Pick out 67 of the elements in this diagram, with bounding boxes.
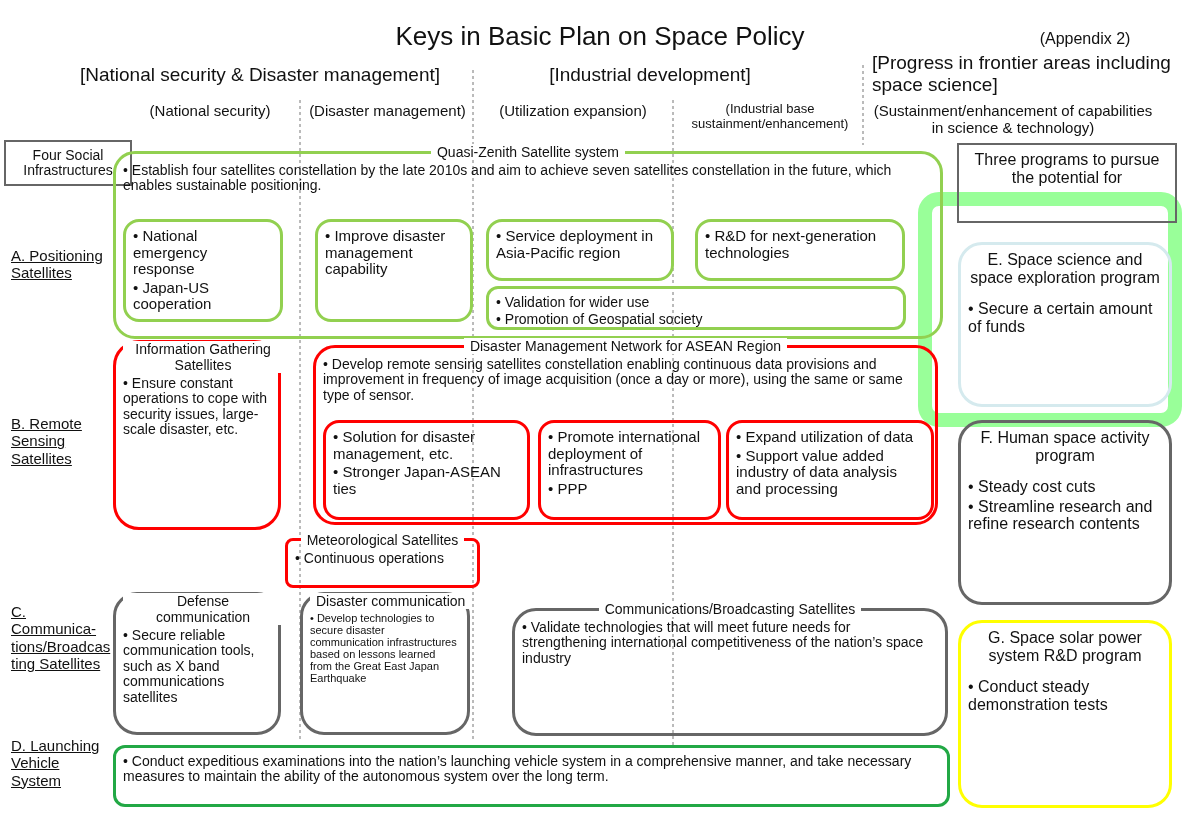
program-panel [958, 420, 1172, 605]
bullet-text: • Service deployment in Asia-Pacific region [496, 228, 654, 261]
subcolumn-heading: (Disaster management) [308, 102, 467, 120]
heading-box [957, 143, 1177, 223]
box-text: Three programs to pursue the potential for [973, 151, 1161, 187]
bullet-text: • Promote international deployment of infrastructures [548, 429, 701, 479]
measure-box [123, 219, 283, 322]
measure-box [538, 420, 721, 520]
bullet-text: • Develop remote sensing satellites constellation enabling continuous data provisions and improvement in frequency of image acquisition (once a day or more), using the same or same type of sensor. [323, 357, 904, 404]
program-panel [113, 340, 281, 530]
measure-box [695, 219, 905, 281]
bullet-text: • Expand utilization of data [736, 429, 915, 446]
measure-box [315, 219, 473, 322]
bullet-text: • Streamline research and refine research contents [968, 497, 1154, 533]
program-panel [958, 242, 1172, 407]
group-heading: Meteorological Satellites [300, 532, 465, 548]
subcolumn-heading: (Sustainment/enhancement of capabilities in science & technology) [872, 102, 1154, 137]
group-heading: Defense communication [123, 593, 283, 625]
row-heading: A. Positioning Satellites [11, 247, 104, 282]
row-heading: B. Remote Sensing Satellites [11, 415, 83, 467]
page-title: Keys in Basic Plan on Space Policy [394, 22, 806, 52]
bullet-text: • PPP [548, 480, 589, 497]
bullet-text: • R&D for next-generation technologies [705, 228, 878, 261]
bullet-text: • Ensure constant operations to cope with security issues, large-scale disaster, etc. [123, 376, 268, 438]
measure-box [323, 420, 530, 520]
bullet-text: G. Space solar power system R&D program [987, 629, 1143, 665]
appendix-note: (Appendix 2) [1038, 30, 1132, 49]
row-heading: C. Communica-tions/Broadcasting Satellites [11, 603, 111, 672]
subcolumn-heading: (Industrial base sustainment/enhancement) [690, 102, 850, 132]
bullet-text: • Secure reliable communication tools, such as X band communications satellites [123, 628, 256, 705]
bullet-text: • Secure a certain amount of funds [968, 300, 1154, 336]
group-heading: Quasi-Zenith Satellite system [430, 144, 626, 160]
bullet-text: • Improve disaster management capability [325, 228, 447, 278]
bullet-text: • Validation for wider use [496, 295, 651, 311]
bullet-text: • Promotion of Geospatial society [496, 312, 704, 328]
bullet-text: • Japan-US cooperation [133, 279, 213, 313]
program-panel [113, 592, 281, 735]
column-heading: [National security & Disaster management] [78, 64, 442, 86]
box-text: Four Social Infrastructures [22, 148, 114, 179]
bullet-text: E. Space science and space exploration program [969, 251, 1161, 287]
bullet-text: • Solution for disaster management, etc. [333, 429, 476, 462]
bullet-text: • National emergency response [133, 228, 209, 278]
measure-box [486, 219, 674, 281]
group-heading: Disaster communication [310, 593, 472, 609]
program-panel [113, 745, 950, 807]
bullet-text: • Validate technologies that will meet future needs for strengthening international competitiveness of the nation’s space industry [522, 620, 925, 667]
bullet-text: • Conduct expeditious examinations into the nation’s launching vehicle system in a comprehensive manner, and take necessary measures to maintain the ability of the autonomous system over the long term. [123, 754, 913, 785]
subcolumn-heading: (National security) [148, 102, 272, 120]
bullet-text: • Continuous operations [295, 551, 445, 567]
program-panel [958, 620, 1172, 808]
program-panel [300, 592, 470, 735]
group-heading: Communications/Broadcasting Satellites [598, 601, 862, 617]
column-heading: [Industrial development] [548, 64, 752, 86]
bullet-text: • Conduct steady demonstration tests [968, 678, 1109, 714]
bullet-text: • Steady cost cuts [968, 478, 1097, 496]
bullet-text: • Support value added industry of data analysis and processing [736, 447, 898, 497]
bullet-text: F. Human space activity program [979, 429, 1151, 465]
bullet-text: • Stronger Japan-ASEAN ties [333, 464, 502, 497]
measure-box [486, 286, 906, 330]
bullet-text: • Establish four satellites constellation by the late 2010s and aim to achieve seven satellites constellation in the future, which enables sustainable positioning. [123, 163, 893, 194]
group-heading: Disaster Management Network for ASEAN Region [463, 338, 788, 354]
row-heading: D. Launching Vehicle System [11, 737, 101, 789]
bullet-text: • Develop technologies to secure disaster communication infrastructures based on lessons learned from the Great East Japan Earthquake [310, 612, 458, 685]
column-heading: [Progress in frontier areas including space science] [872, 52, 1172, 96]
measure-box [726, 420, 934, 520]
group-heading: Information Gathering Satellites [123, 341, 283, 373]
subcolumn-heading: (Utilization expansion) [498, 102, 648, 120]
